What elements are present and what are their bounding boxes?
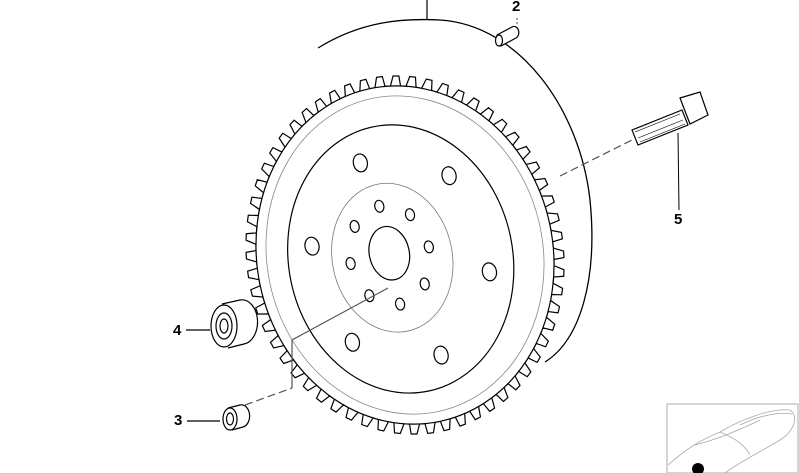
outer-bolt-hole	[352, 153, 369, 173]
location-marker	[692, 463, 704, 473]
outer-bolt-hole	[304, 236, 320, 256]
hub-circle	[331, 182, 454, 333]
bearing-part-4	[186, 299, 259, 349]
outer-bolt-hole	[441, 166, 457, 186]
hub-bolt-hole	[345, 256, 356, 271]
hub-bolt-hole	[419, 277, 430, 291]
callout-5[interactable]: 5	[674, 211, 683, 228]
sleeve-part-3	[187, 287, 389, 431]
vehicle-thumbnail	[666, 403, 799, 473]
callout-4[interactable]: 4	[173, 322, 182, 339]
hub-bolt-hole	[423, 240, 435, 254]
outer-bolt-hole	[344, 332, 361, 352]
callout-3[interactable]: 3	[174, 412, 183, 429]
hub-bolt-hole	[404, 208, 416, 222]
dowel-pin-part-2	[494, 18, 520, 47]
flywheel-face	[287, 124, 515, 394]
bolt-part-5	[559, 91, 709, 211]
car-outline-icon	[667, 409, 795, 473]
hub-bolt-hole	[394, 297, 406, 311]
callout-2[interactable]: 2	[512, 0, 521, 15]
hub-bolt-hole	[364, 289, 375, 303]
ring-gear-groove	[265, 95, 545, 415]
flywheel-front	[245, 75, 565, 435]
outer-bolt-hole	[481, 262, 498, 282]
bolt-holes	[304, 153, 498, 365]
outer-bolt-hole	[433, 345, 449, 365]
hub-bolt-hole	[374, 199, 385, 213]
hub-bolt-hole	[349, 219, 360, 233]
center-bore	[368, 225, 411, 281]
